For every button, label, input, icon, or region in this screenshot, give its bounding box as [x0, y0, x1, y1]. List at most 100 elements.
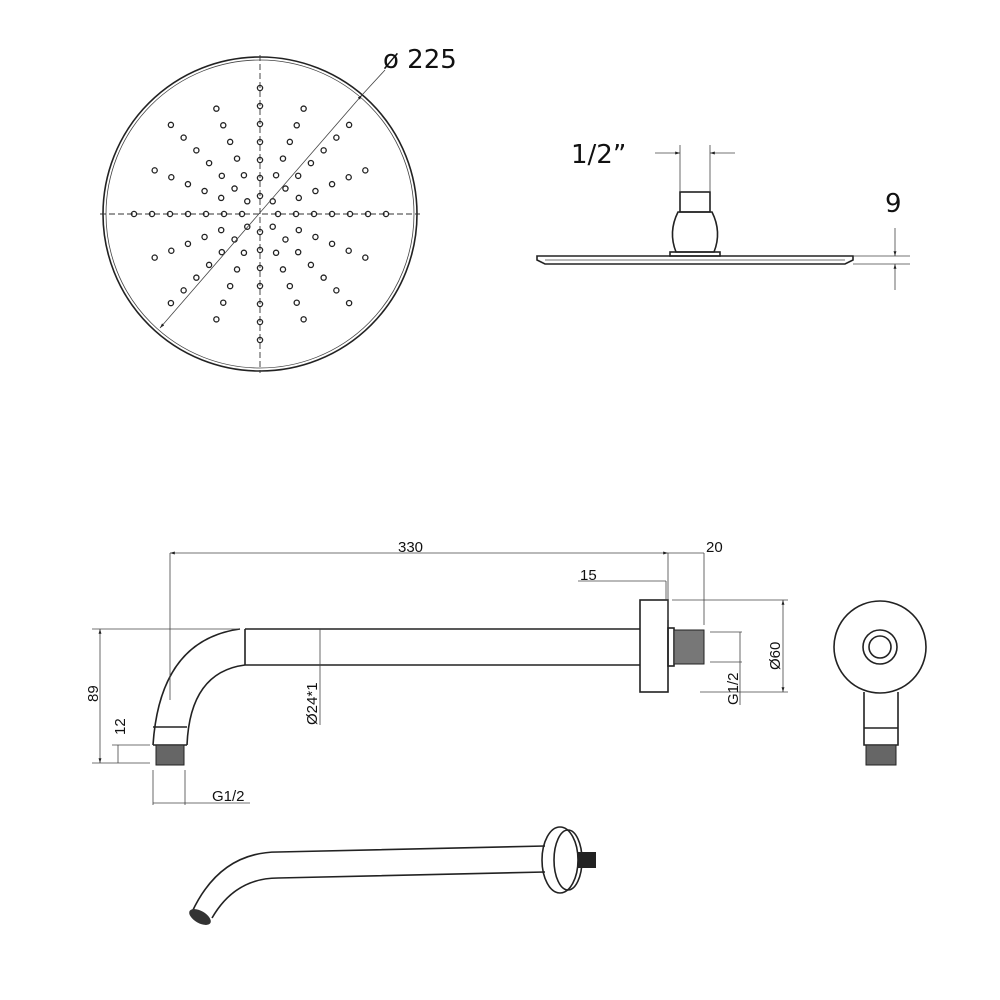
nozzle-icon: [295, 226, 303, 234]
nozzle-icon: [218, 172, 226, 180]
perspective-flange: [541, 826, 579, 894]
perspective-thread: [578, 852, 596, 868]
nozzle-icon: [294, 172, 302, 180]
nozzle-icon: [362, 254, 369, 261]
arm-side-view: 330 20 15 89 12 Ø24*1 G1/2 G1/2 Ø60: [85, 539, 788, 805]
nozzle-icon: [148, 210, 156, 218]
nozzle-icon: [294, 248, 302, 256]
nozzle-icon: [217, 226, 225, 234]
nozzle-icon: [307, 261, 315, 269]
arm-end-view: [833, 600, 927, 766]
outlet-thread: [155, 744, 185, 766]
showerhead-side-view: 1/2” 9: [536, 140, 910, 290]
nozzle-icon: [345, 174, 352, 181]
nozzle-icon: [213, 105, 220, 112]
nozzle-icon: [362, 167, 369, 174]
nozzle-icon: [320, 274, 327, 281]
nozzle-icon: [345, 299, 353, 307]
nozzle-icon: [130, 210, 138, 218]
flange-diameter-label: Ø60: [767, 642, 784, 670]
ball-joint: [671, 211, 719, 253]
diameter-leader: [361, 69, 386, 96]
inlet-thread: [673, 629, 705, 665]
thread-length-label: 20: [706, 539, 723, 556]
nozzle-icon: [201, 233, 208, 241]
length-label: 330: [398, 539, 423, 556]
nozzle-icon: [168, 247, 175, 254]
nozzle-icon: [220, 122, 227, 129]
nozzle-icon: [328, 180, 336, 188]
thread-label: 1/2”: [571, 140, 626, 170]
nozzle-icon: [345, 121, 353, 129]
thickness-label: 9: [885, 189, 902, 219]
nozzle-icon: [256, 336, 264, 344]
nozzle-icon: [293, 299, 300, 306]
flange-thickness-label: 15: [580, 567, 597, 584]
nozzle-icon: [293, 122, 300, 129]
nozzle-icon: [269, 223, 276, 230]
inlet-thread-label: G1/2: [725, 672, 742, 705]
nozzle-icon: [168, 174, 175, 181]
nozzle-icon: [213, 316, 220, 323]
showerhead-top-view: ø 225: [100, 45, 457, 373]
nozzle-icon: [279, 266, 287, 273]
nozzle-icon: [167, 121, 175, 129]
nozzle-icon: [193, 274, 200, 281]
nozzle-icon: [205, 159, 213, 167]
outlet-thread-label: G1/2: [212, 788, 245, 805]
nozzle-icon: [240, 171, 248, 179]
nozzle-icon: [282, 185, 289, 192]
nozzle-icon: [328, 240, 336, 248]
nozzle-icon: [226, 282, 234, 290]
inlet-outer: [862, 629, 898, 665]
connector-nut: [679, 191, 711, 213]
height-label: 89: [85, 685, 102, 702]
arm-stem: [863, 692, 899, 746]
arm-perspective-view: [189, 826, 596, 925]
diameter-dimension-line: [159, 94, 363, 329]
elbow-outer: [152, 628, 241, 746]
nozzle-icon: [333, 287, 340, 294]
nozzle-icon: [244, 198, 251, 205]
flange-outline: [833, 600, 927, 694]
connector-base: [669, 251, 721, 257]
nozzle-icon: [312, 233, 319, 241]
flange-collar: [667, 627, 675, 667]
nozzle-icon: [300, 105, 307, 112]
nozzle-icon: [256, 84, 264, 92]
nozzle-icon: [180, 134, 187, 141]
nozzle-icon: [193, 147, 200, 154]
nozzle-icon: [226, 138, 234, 146]
elbow-inner: [186, 664, 246, 746]
diameter-label: ø 225: [383, 45, 457, 75]
end-view-thread: [865, 744, 897, 766]
nozzle-icon: [217, 194, 225, 202]
nozzle-icon: [282, 236, 289, 243]
nozzle-icon: [233, 155, 241, 162]
nozzle-icon: [295, 194, 303, 202]
nozzle-icon: [345, 247, 352, 254]
arm-tube: [244, 628, 640, 666]
nozzle-icon: [307, 159, 315, 167]
nozzle-icon: [240, 249, 248, 257]
nozzle-icon: [269, 198, 276, 205]
nozzle-icon: [286, 282, 294, 290]
perspective-elbow: [191, 851, 279, 919]
nozzle-icon: [180, 287, 187, 294]
wall-flange: [639, 599, 669, 693]
nozzle-icon: [272, 249, 280, 257]
nozzle-icon: [279, 155, 287, 162]
tube-diameter-label: Ø24*1: [304, 682, 321, 725]
nozzle-icon: [151, 167, 158, 174]
nozzle-icon: [233, 266, 241, 273]
nozzle-icon: [201, 187, 208, 195]
nozzle-icon: [382, 210, 390, 218]
inlet-inner: [868, 635, 892, 659]
outlet-thread-length-label: 12: [112, 718, 129, 735]
nozzle-icon: [205, 261, 213, 269]
nozzle-icon: [364, 210, 372, 218]
perspective-tube: [277, 845, 546, 879]
nozzle-icon: [312, 187, 319, 195]
nozzle-icon: [320, 147, 327, 154]
